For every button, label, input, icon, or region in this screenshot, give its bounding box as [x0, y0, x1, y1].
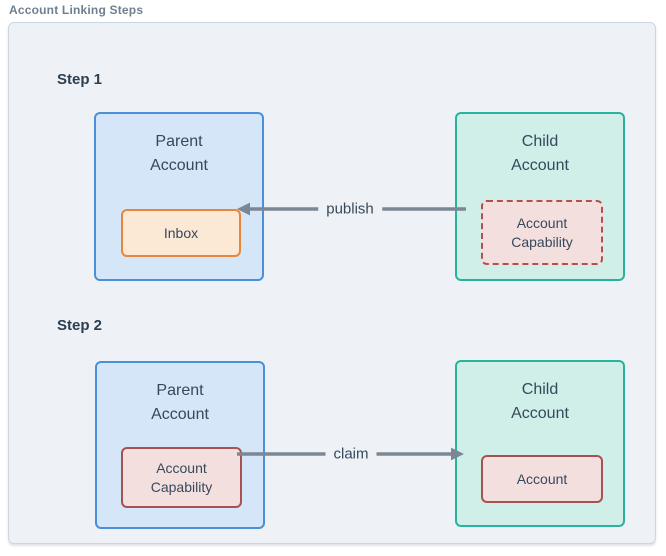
step1-child-account-title: Child Account [511, 133, 569, 174]
step1-parent-account-node: Parent Account Inbox [94, 112, 264, 281]
claim-arrow-label: claim [325, 445, 377, 463]
step1-inbox-node: Inbox [121, 209, 241, 257]
publish-arrow-label: publish [318, 200, 382, 218]
diagram-container: Step 1 Parent Account Inbox Child Accoun… [8, 22, 656, 544]
step2-child-account-node: Child Account Account [455, 360, 625, 527]
step-1-heading: Step 1 [57, 71, 103, 88]
step2-parent-account-node: Parent Account Account Capability [95, 361, 265, 529]
step2-account-capability-node: Account Capability [121, 447, 242, 508]
step2-account-node: Account [481, 455, 603, 503]
step2-child-account-title: Child Account [511, 381, 569, 422]
diagram-title: Account Linking Steps [9, 3, 144, 17]
step1-account-capability-node: Account Capability [481, 200, 603, 265]
step1-child-account-node: Child Account Account Capability [455, 112, 625, 281]
step1-parent-account-title: Parent Account [150, 133, 208, 174]
step2-parent-account-title: Parent Account [151, 382, 209, 423]
step-2-heading: Step 2 [57, 317, 103, 334]
